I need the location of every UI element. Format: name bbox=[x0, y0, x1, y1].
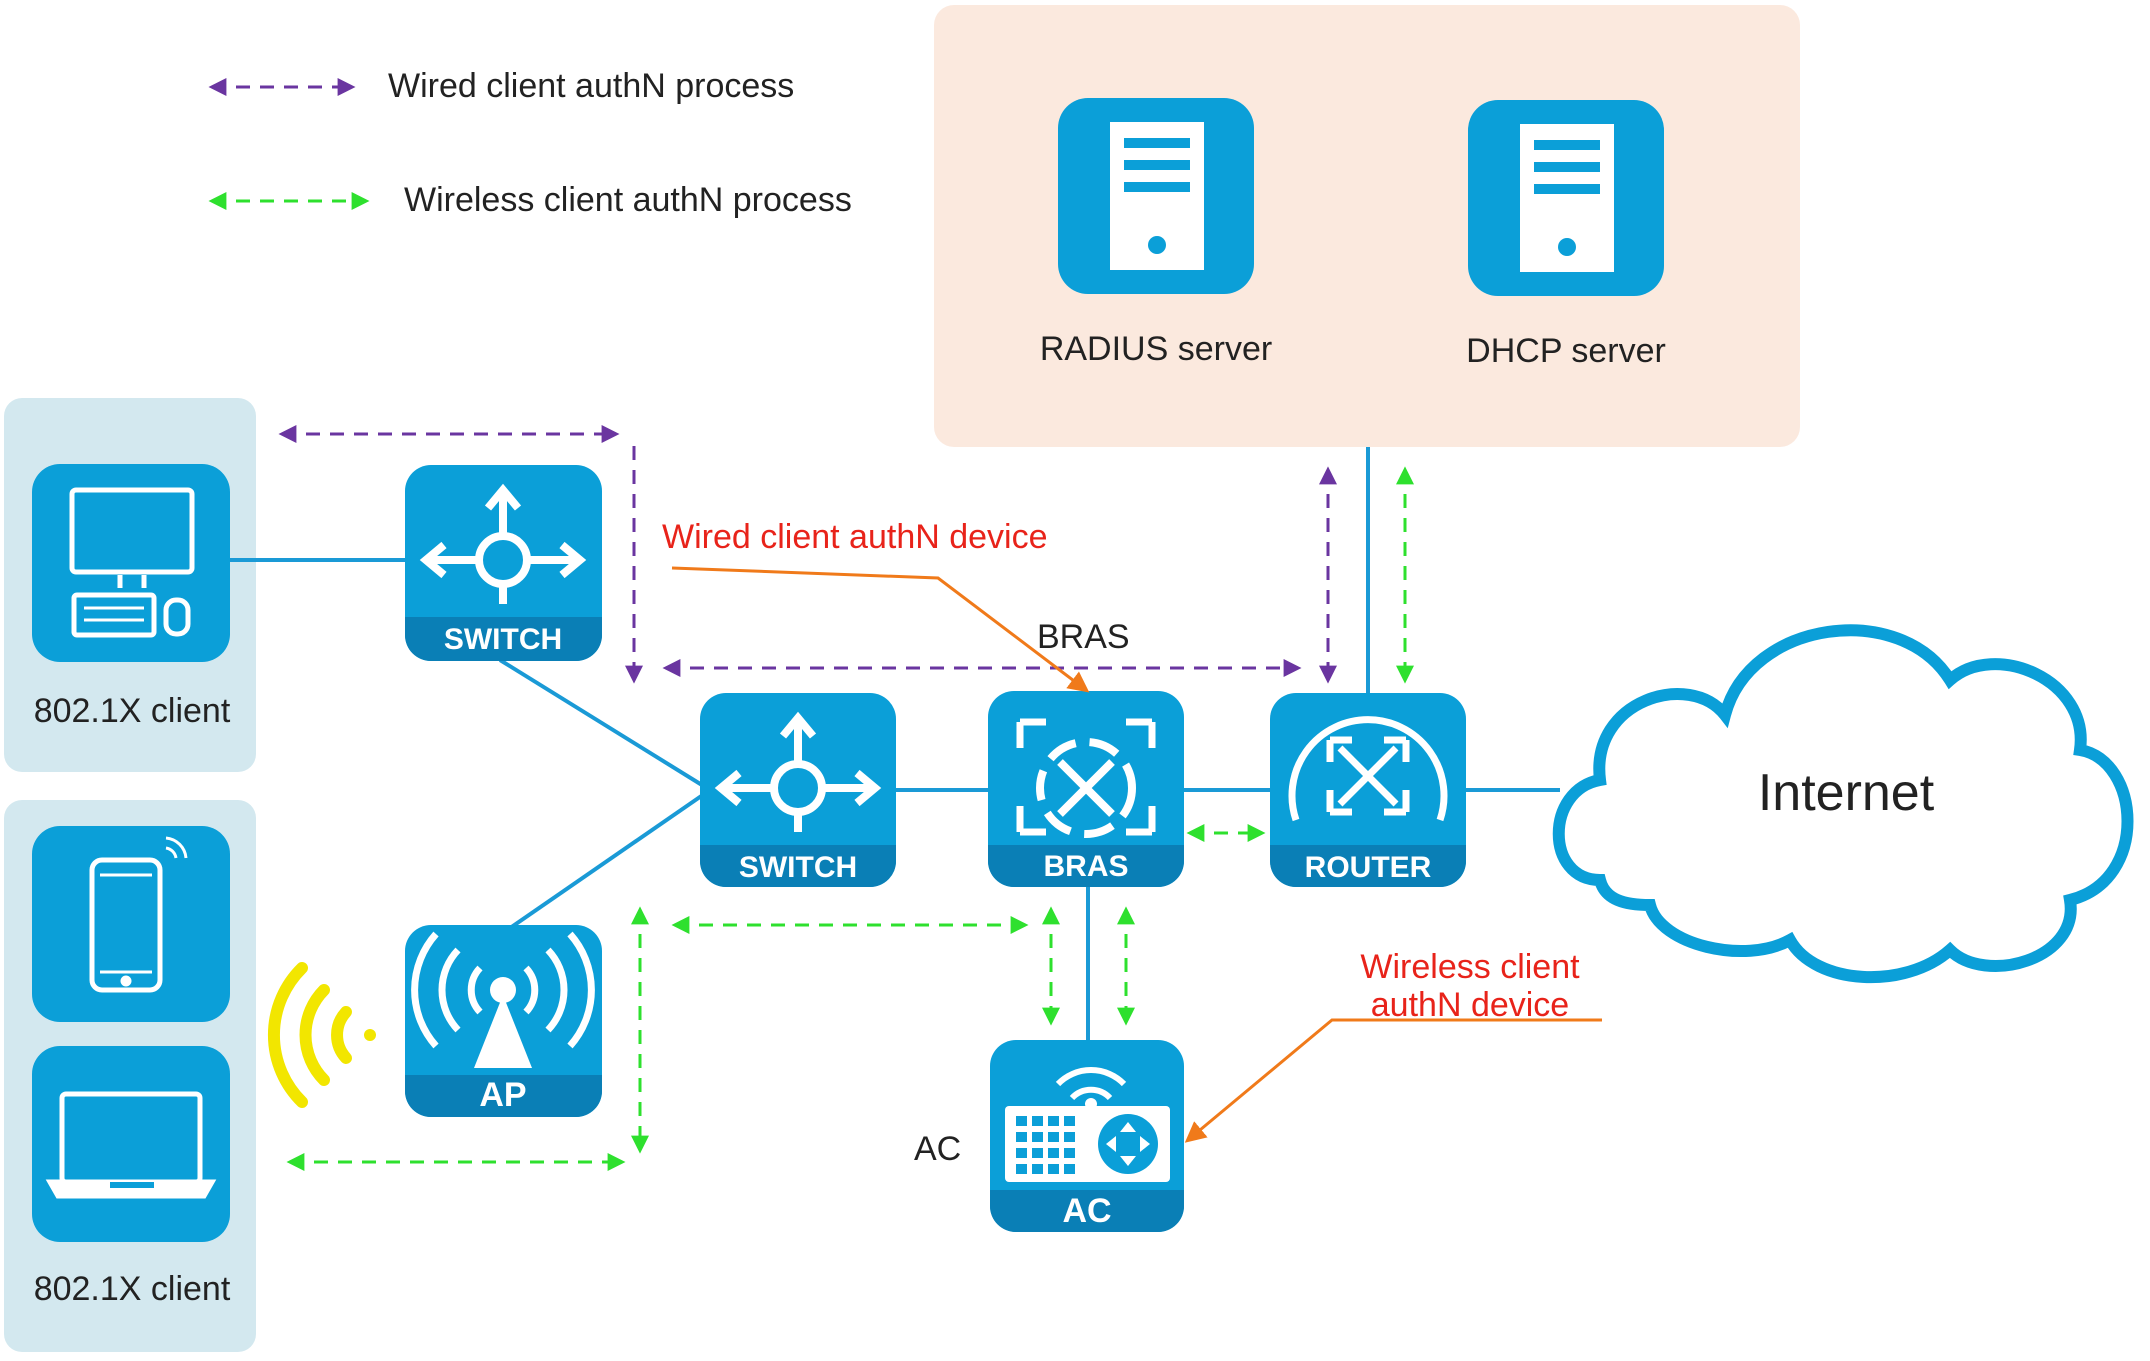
wired-device-pointer bbox=[671, 566, 1090, 693]
wired-client-desktop[interactable]: 802.1X client bbox=[32, 464, 231, 730]
access-controller-icon bbox=[1005, 1067, 1170, 1182]
ac-device[interactable]: AC bbox=[990, 1040, 1184, 1232]
router-device-label: ROUTER bbox=[1305, 851, 1432, 884]
desktop-computer-icon bbox=[69, 487, 195, 638]
wireless-client-label: 802.1X client bbox=[34, 1270, 231, 1308]
center-switch-label: SWITCH bbox=[739, 851, 857, 884]
ap-device[interactable]: AP bbox=[405, 925, 602, 1117]
router-device[interactable]: ROUTER bbox=[1270, 693, 1466, 887]
wireless-signal-icon bbox=[268, 962, 376, 1108]
bras-device-label: BRAS bbox=[1043, 850, 1128, 883]
wired-authn-arrows bbox=[278, 425, 1337, 684]
wireless-device-annotation-line2: authN device bbox=[1371, 986, 1569, 1024]
switch-arrows-icon bbox=[419, 483, 587, 604]
bras-device[interactable]: BRAS bbox=[988, 691, 1184, 887]
server-icon bbox=[1110, 122, 1204, 270]
bras-caption: BRAS bbox=[1037, 618, 1130, 656]
wired-client-label: 802.1X client bbox=[34, 692, 231, 730]
internet-cloud: Internet bbox=[1552, 624, 2134, 984]
wireless-client-laptop[interactable]: 802.1X client bbox=[32, 1046, 231, 1308]
network-links bbox=[230, 447, 1560, 1040]
top-switch-label: SWITCH bbox=[444, 623, 562, 656]
wireless-device-pointer bbox=[1184, 1018, 1602, 1143]
smartphone-icon bbox=[89, 836, 188, 993]
cloud-icon bbox=[1552, 624, 2134, 984]
switch-arrows-icon bbox=[714, 711, 882, 832]
ac-caption: AC bbox=[914, 1130, 961, 1168]
dhcp-server-label: DHCP server bbox=[1466, 332, 1666, 370]
server-icon bbox=[1520, 124, 1614, 272]
wireless-device-annotation-line1: Wireless client bbox=[1360, 948, 1580, 986]
ap-device-label: AP bbox=[479, 1076, 526, 1114]
wired-device-annotation: Wired client authN device bbox=[662, 518, 1048, 556]
ac-device-label: AC bbox=[1062, 1192, 1111, 1230]
router-icon bbox=[1288, 716, 1448, 822]
internet-label: Internet bbox=[1758, 764, 1935, 822]
laptop-icon bbox=[45, 1091, 217, 1199]
legend-wireless-label: Wireless client authN process bbox=[404, 181, 852, 219]
radius-server-label: RADIUS server bbox=[1040, 330, 1272, 368]
access-point-icon bbox=[411, 931, 595, 1068]
center-switch[interactable]: SWITCH bbox=[700, 693, 896, 887]
wireless-authn-arrows bbox=[286, 466, 1414, 1171]
legend: Wired client authN process Wireless clie… bbox=[208, 67, 852, 219]
legend-wired-label: Wired client authN process bbox=[388, 67, 794, 105]
annotations: Wired client authN device BRAS Wireless … bbox=[662, 518, 1602, 1168]
top-switch[interactable]: SWITCH bbox=[405, 465, 602, 661]
dhcp-server[interactable]: DHCP server bbox=[1466, 100, 1666, 370]
bras-icon bbox=[1016, 718, 1156, 838]
radius-server[interactable]: RADIUS server bbox=[1040, 98, 1272, 368]
wireless-client-phone[interactable] bbox=[32, 826, 230, 1022]
